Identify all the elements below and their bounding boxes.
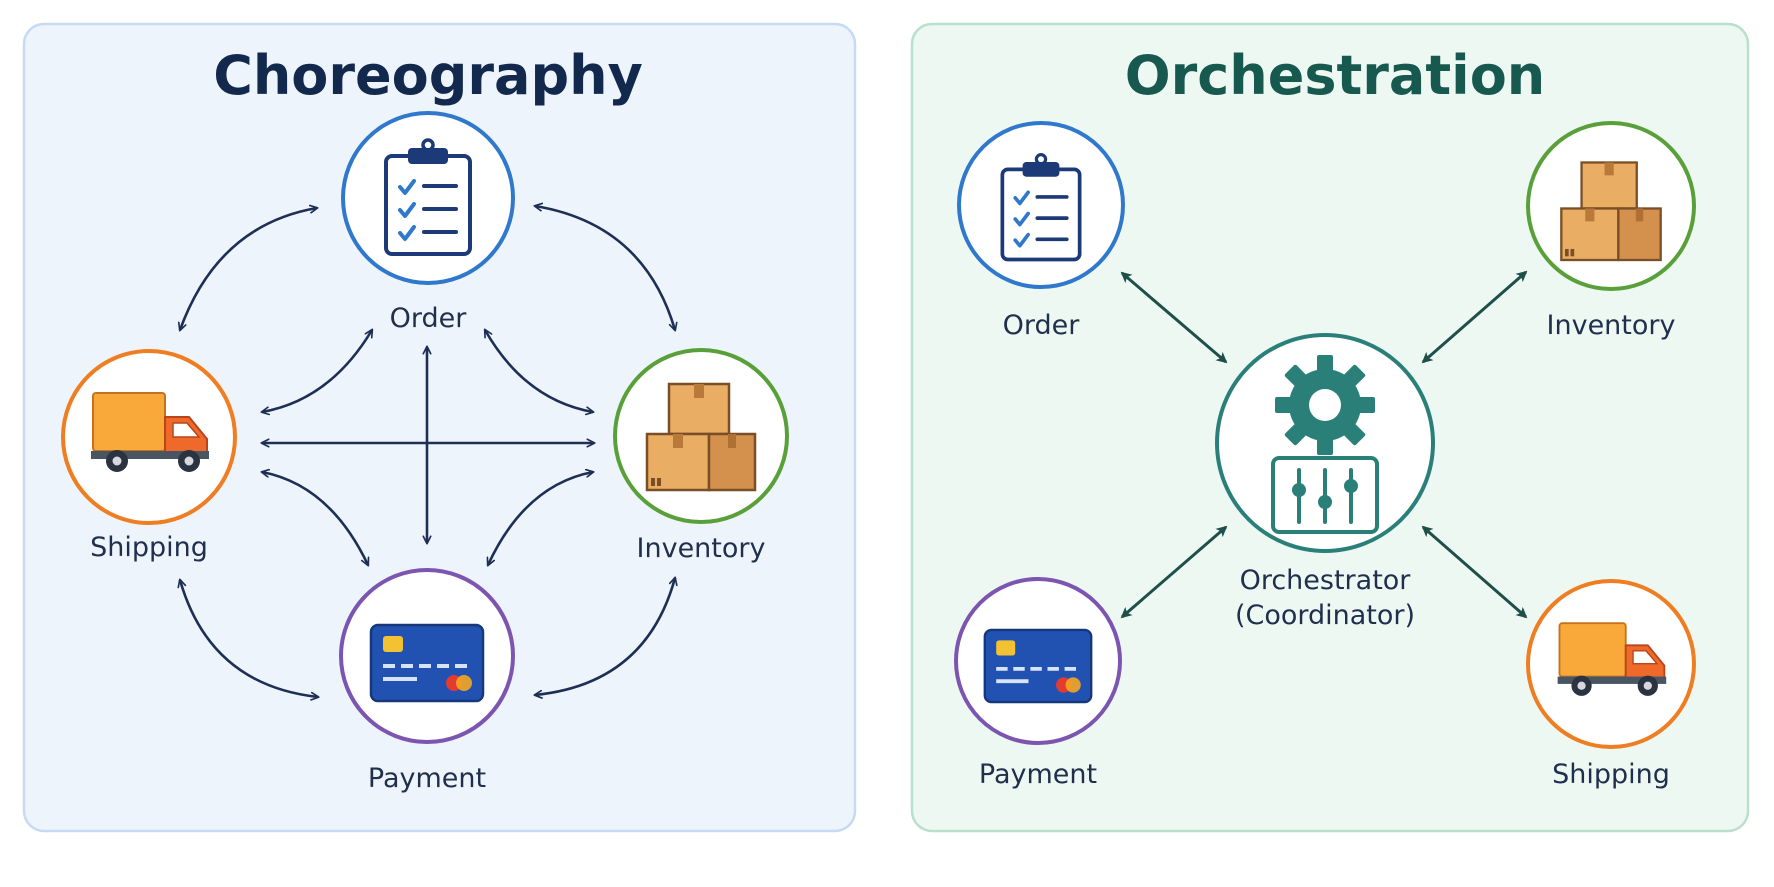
choreo-order-label: Order [390, 303, 468, 334]
choreo-shipping-label: Shipping [90, 532, 208, 563]
choreo-inventory-label: Inventory [637, 533, 766, 564]
orchestration-panel: Orchestration [910, 22, 1750, 833]
choreography-arrows [180, 206, 675, 697]
choreography-title: Choreography [213, 44, 643, 107]
arrow-inventory-payment [535, 578, 675, 695]
gear-icon [1275, 355, 1375, 455]
arrow-order-inventory [535, 206, 675, 330]
arrow-shipping-payment [180, 580, 318, 697]
sliders-icon [1271, 456, 1379, 534]
orch-inventory-label: Inventory [1547, 310, 1676, 341]
choreo-node-inventory: Inventory [613, 348, 789, 564]
arrow-shipping-payment-inner [262, 472, 368, 565]
arrow-coordinator-inventory [1421, 270, 1528, 364]
orchestration-title: Orchestration [1125, 44, 1546, 107]
orchestration-arrows [1120, 270, 1528, 619]
orch-node-order: Order [957, 121, 1125, 341]
arrow-order-inventory-inner [485, 330, 593, 412]
arrow-order-shipping [180, 208, 317, 330]
arrow-order-shipping-inner [262, 330, 372, 412]
choreography-panel: Choreography Order Inventory [22, 22, 857, 833]
orch-payment-label: Payment [979, 759, 1097, 790]
coordinator-label-line1: Orchestrator [1240, 565, 1412, 596]
orch-shipping-label: Shipping [1552, 759, 1670, 790]
clipboard-icon [1000, 152, 1082, 262]
clipboard-icon [384, 138, 472, 256]
choreo-node-order: Order [341, 111, 515, 334]
orch-node-shipping: Shipping [1526, 579, 1696, 790]
coordinator-label-line2: (Coordinator) [1235, 600, 1415, 631]
arrow-coordinator-shipping [1421, 525, 1528, 619]
orch-order-label: Order [1003, 310, 1081, 341]
choreo-node-shipping: Shipping [61, 349, 237, 563]
credit-card-icon [982, 628, 1094, 704]
arrow-inventory-payment-inner [488, 472, 593, 565]
orch-node-payment: Payment [954, 577, 1122, 790]
choreo-payment-label: Payment [368, 763, 486, 794]
choreo-node-payment: Payment [339, 568, 515, 794]
orch-node-inventory: Inventory [1526, 121, 1696, 341]
arrow-coordinator-order [1120, 271, 1228, 364]
arrow-coordinator-payment [1120, 525, 1228, 619]
credit-card-icon [369, 623, 485, 703]
orch-node-coordinator: Orchestrator (Coordinator) [1215, 333, 1435, 631]
